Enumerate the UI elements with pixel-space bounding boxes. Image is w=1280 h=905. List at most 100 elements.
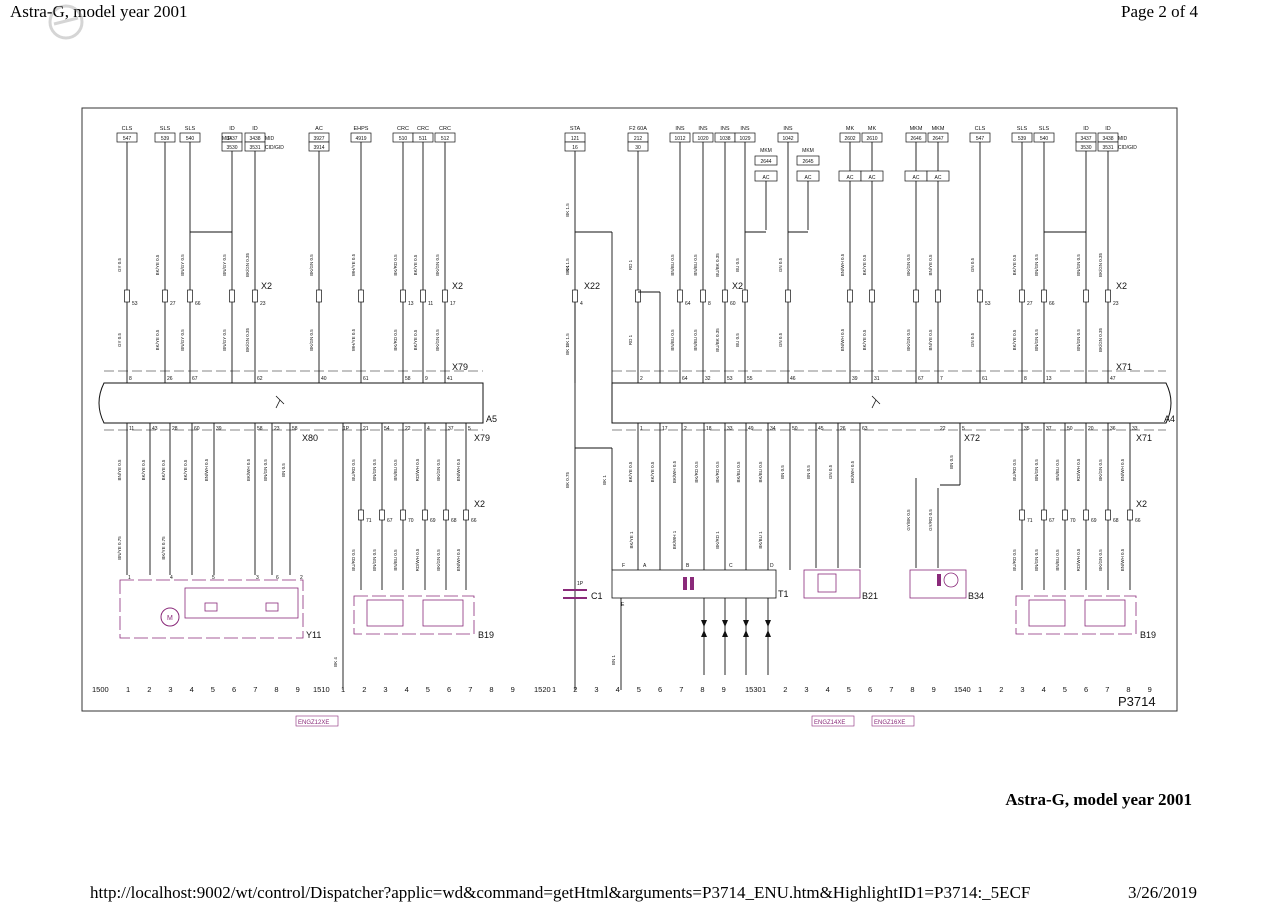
connector-pin [913,289,919,303]
cid-label: CID/GID [1118,145,1137,151]
connector-pin-number: 23 [1113,301,1119,307]
ac-box [926,170,950,182]
scale-digit: 4 [405,685,409,694]
ac-label: AC [847,175,854,181]
signal-system-label: ID [229,126,235,132]
arrow-up-icon [743,630,749,637]
signal-code: 3530 [226,145,237,151]
wire-color-label: BK/YE 0.5 [1012,254,1017,275]
connector-pin-number: 8 [708,301,711,307]
wire-color-label: BK 0.75 [565,471,570,488]
signal-code-box [627,141,649,152]
module-a4-symbol [871,395,881,409]
connector-pin-number: 66 [195,301,201,307]
wire-color-label: BN/BU 0.5 [693,329,698,351]
scale-digit: 4 [826,685,830,694]
module-pin-number: 28 [172,426,178,432]
wire-color-label: BN/GN 0.5 [1076,329,1081,351]
module-pin-number: 8 [1024,376,1027,382]
scale-block-label: 1510 [313,685,330,694]
module-pin-number: 7 [940,376,943,382]
wire-color-label: BU/RD 0.5 [351,549,356,571]
scale-digit: 7 [1105,685,1109,694]
arrow-down-icon [765,620,771,627]
wire-color-label: BK/BU 0.5 [758,461,763,483]
module-pin-number: 1P [343,426,350,432]
wire-color-label: BK/RD 0.5 [715,461,720,483]
module-pin-number: 20 [1088,426,1094,432]
connector-pin [1041,289,1047,303]
module-pin-number: 50 [1067,426,1073,432]
wire-color-label: BN/GN 0.5 [1034,329,1039,351]
t1-symbol [690,577,694,590]
variant-label: ENGZ16XE [874,720,905,726]
wire-color-label: BK/YE 0.5 [141,459,146,480]
scale-digit: 5 [426,685,430,694]
module-pin-number: 1 [640,426,643,432]
signal-code: 3531 [1102,145,1113,151]
sensor-icon [943,572,959,588]
signal-system-label: SLS [1039,126,1050,132]
connector-label: X2 [261,281,272,291]
signal-code-box [564,141,586,152]
connector-pin [229,289,235,303]
scale-digit: 3 [383,685,387,694]
connector-pin [1083,509,1089,521]
arrow-up-icon [765,630,771,637]
wire-color-label: BK/GN 0.35 [1098,252,1103,277]
scale-digit: 8 [1126,685,1130,694]
b19-sensor-box [1028,599,1066,627]
signal-code: 1012 [674,136,685,142]
wire-color-label: BK/GN 0.5 [1098,459,1103,481]
module-pin-number: 33 [727,426,733,432]
wire-color-label: BK/YE 0.5 [628,461,633,482]
connector-pin-number: 70 [408,518,414,524]
scale-digit: 2 [999,685,1003,694]
connector-pin [847,289,853,303]
wire-color-label: BK/GN 0.5 [435,329,440,351]
scale-digit: 5 [211,685,215,694]
wire-color-label: BN/WH 0.5 [840,253,845,276]
scale-digit: 5 [1063,685,1067,694]
mkm-code-box [754,155,778,166]
wire-color-label: BN 0.5 [281,463,286,477]
b19-sensor-box [422,599,464,627]
ac-box [860,170,884,182]
module-pin-number: 63 [862,426,868,432]
wire-color-label: BK/YE 0.5 [650,461,655,482]
wire-color-label: BK/GN 0.5 [436,459,441,481]
signal-system-label: CLS [975,126,986,132]
page-url[interactable]: http://localhost:9002/wt/control/Dispatc… [90,883,1031,902]
scale-block-label: 1530 [745,685,762,694]
module-pin-number: 41 [447,376,453,382]
wire-color-label: BN/GY 0.5 [180,254,185,276]
signal-system-label: AC [315,126,323,132]
wire-color-label: GY 0.5 [117,333,122,347]
wire-color-label: BN/BU 0.5 [670,329,675,351]
wire-color-label: GN 0.5 [970,332,975,347]
wire-color-label: GN 0.5 [778,332,783,347]
signal-code-box [308,141,330,152]
wire-color-label: BK/GN 0.5 [309,329,314,351]
t1-pin-label: B [686,563,690,569]
connector-pin-number: 69 [1091,518,1097,524]
signal-code-box [734,132,756,143]
y11-outline [119,579,304,639]
module-pin-number: 60 [194,426,200,432]
mid-label: MID [1118,136,1128,142]
component-b19-label: B19 [1140,630,1156,640]
module-pin-number: 31 [874,376,880,382]
signal-code: 510 [399,136,408,142]
scale-digit: 1 [341,685,345,694]
component-pin-number: 2 [300,575,303,581]
scale-digit: 1 [978,685,982,694]
variant-box [811,715,855,727]
signal-code: 512 [441,136,450,142]
connector-pin-number: 66 [471,518,477,524]
connector-pin [572,289,578,303]
wire-color-label: BK/YE 0.5 [413,254,418,275]
module-pin-number: 18 [706,426,712,432]
wire-color-label: BN/WH 0.5 [204,458,209,481]
signal-code-box [927,132,949,143]
scale-digit: 8 [274,685,278,694]
